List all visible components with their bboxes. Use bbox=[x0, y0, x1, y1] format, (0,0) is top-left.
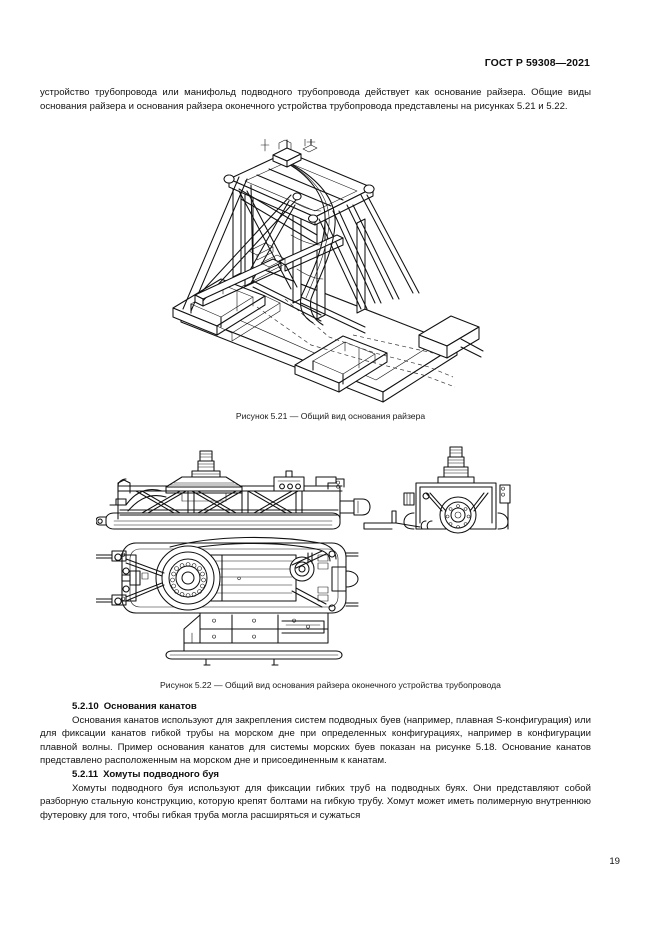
lower-text-block: 5.2.10 Основания канатов Основания канато… bbox=[40, 700, 591, 822]
document-header: ГОСТ Р 59308—2021 bbox=[484, 57, 590, 69]
figure-5-22-caption: Рисунок 5.22 — Общий вид основания райзе… bbox=[160, 680, 501, 690]
section-5-2-10-title: Основания канатов bbox=[103, 701, 197, 712]
section-5-2-11-heading: 5.2.11 Хомуты подводного буя bbox=[40, 768, 591, 782]
figure-5-22-artwork bbox=[95, 446, 511, 666]
end-elevation-view bbox=[362, 446, 511, 534]
plan-view bbox=[95, 536, 359, 666]
section-5-2-11-paragraph: Хомуты подводного буя используют для фик… bbox=[40, 782, 591, 821]
figure-5-21-artwork bbox=[171, 139, 484, 403]
section-5-2-11-title: Хомуты подводного буя bbox=[103, 768, 220, 780]
section-5-2-10-number: 5.2.10 bbox=[72, 701, 99, 712]
figure-5-21: Рисунок 5.21 — Общий вид основания райзе… bbox=[0, 139, 661, 422]
section-5-2-10-paragraph: Основания канатов используют для закрепл… bbox=[40, 714, 591, 767]
section-5-2-10-heading: 5.2.10 Основания канатов bbox=[40, 700, 591, 714]
page-number: 19 bbox=[609, 856, 620, 867]
intro-text-block: устройство трубопровода или манифольд по… bbox=[40, 86, 591, 113]
section-5-2-11-number: 5.2.11 bbox=[72, 768, 99, 780]
figure-5-22: Рисунок 5.22 — Общий вид основания райзе… bbox=[0, 443, 661, 691]
intro-paragraph: устройство трубопровода или манифольд по… bbox=[40, 87, 591, 112]
figure-5-21-caption: Рисунок 5.21 — Общий вид основания райзе… bbox=[235, 411, 426, 421]
side-elevation-view bbox=[95, 450, 371, 530]
